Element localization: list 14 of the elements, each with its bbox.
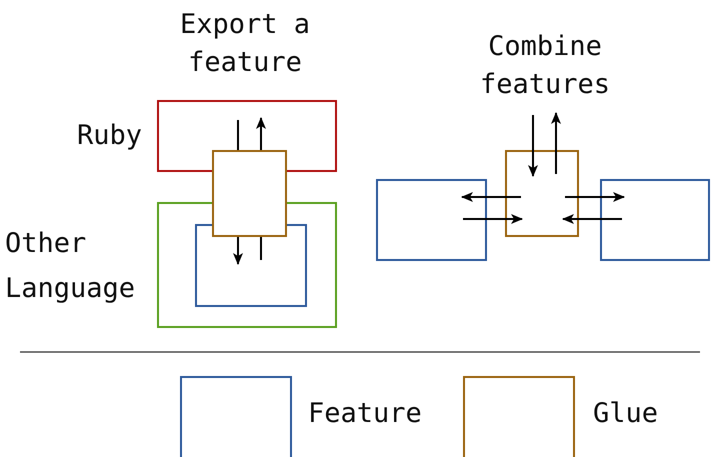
legend-label: Glue	[593, 398, 658, 429]
arrow	[551, 112, 561, 174]
arrow	[565, 192, 625, 202]
legend-label: Feature	[308, 398, 422, 429]
arrow	[528, 115, 538, 177]
arrow	[562, 214, 622, 224]
section-heading: Combine features	[478, 30, 612, 102]
box-label: Other Language	[5, 227, 136, 306]
arrow	[463, 214, 523, 224]
arrow	[233, 237, 243, 265]
box-label: Ruby	[76, 119, 142, 153]
arrow	[256, 117, 266, 150]
arrow	[461, 192, 521, 202]
section-heading: Export a feature	[178, 8, 312, 80]
